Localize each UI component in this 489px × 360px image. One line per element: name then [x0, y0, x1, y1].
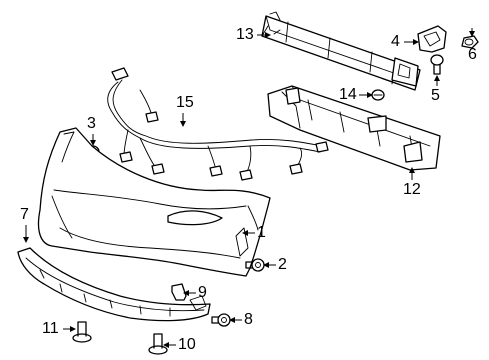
push-pin-10	[148, 333, 168, 355]
callout-2: 2	[278, 256, 287, 273]
callout-4: 4	[391, 33, 400, 50]
bolt-14	[371, 89, 385, 101]
bolt-5	[430, 54, 444, 75]
callout-5: 5	[431, 87, 440, 104]
callout-3: 3	[87, 115, 96, 132]
nut-8	[211, 313, 231, 327]
push-pin-11	[72, 321, 92, 343]
callout-14: 14	[339, 86, 357, 103]
deflector	[17, 247, 211, 322]
callout-8: 8	[244, 311, 253, 328]
reinforcement-bar	[261, 11, 421, 91]
callout-12: 12	[403, 181, 421, 198]
callout-6: 6	[468, 46, 477, 63]
callout-1: 1	[257, 224, 266, 241]
callout-13: 13	[236, 26, 254, 43]
callout-9: 9	[198, 284, 207, 301]
clip	[461, 35, 479, 49]
clip-9	[171, 283, 187, 301]
bracket	[417, 25, 447, 53]
bumper-cover	[37, 127, 271, 277]
energy-absorber	[267, 85, 441, 171]
callout-15: 15	[176, 94, 194, 111]
wiring-harness	[107, 67, 329, 181]
nut-2	[245, 258, 265, 272]
leader-lines	[23, 28, 475, 348]
callout-11: 11	[42, 320, 59, 337]
callout-7: 7	[20, 206, 29, 223]
callout-10: 10	[178, 336, 196, 353]
